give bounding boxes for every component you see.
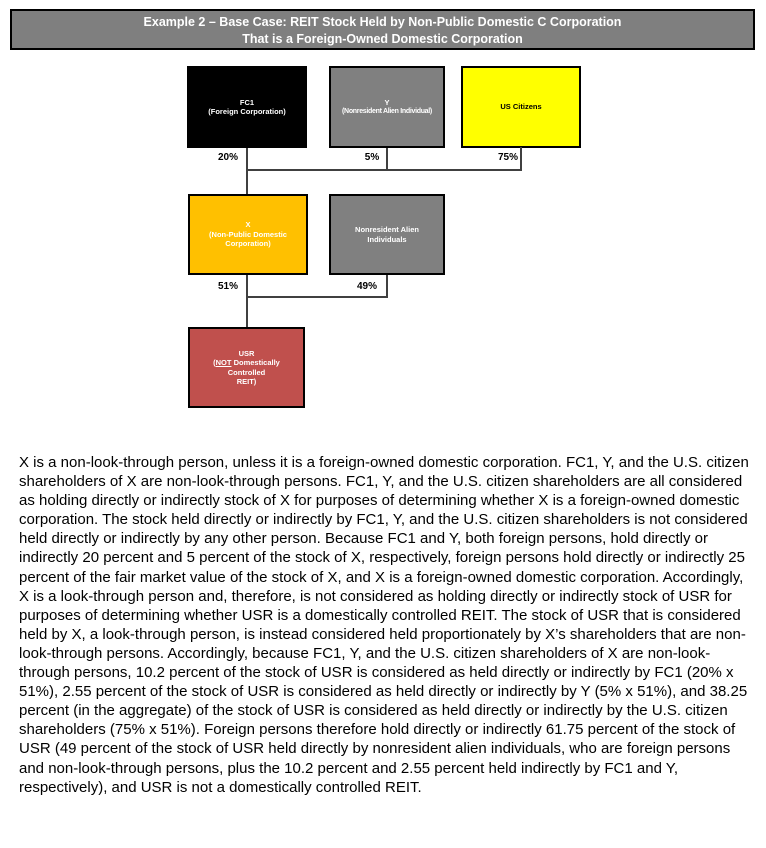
node-usr-name: USR bbox=[238, 348, 255, 358]
connector-bus-bottom bbox=[246, 296, 388, 298]
usr-not-underlined: NOT bbox=[215, 358, 232, 367]
node-y: Y (Nonresident Alien Individual) bbox=[329, 66, 445, 148]
node-x-subtitle: (Non-Public Domestic Corporation) bbox=[209, 229, 287, 249]
example-title-bar: Example 2 – Base Case: REIT Stock Held b… bbox=[10, 9, 755, 50]
node-usr: USR (NOT Domestically Controlled REIT) bbox=[188, 327, 305, 408]
node-y-subtitle: (Nonresident Alien Individual) bbox=[342, 108, 432, 115]
ownership-label-y: 5% bbox=[364, 152, 380, 163]
ownership-label-us-citizens: 75% bbox=[497, 152, 518, 163]
node-x: X (Non-Public Domestic Corporation) bbox=[188, 194, 308, 275]
node-usr-subtitle: (NOT Domestically Controlled bbox=[213, 358, 280, 377]
node-us-citizens-name: US Citizens bbox=[500, 102, 542, 112]
title-line-1: Example 2 – Base Case: REIT Stock Held b… bbox=[143, 15, 622, 29]
node-y-name: Y bbox=[384, 97, 390, 107]
connector-nra-down bbox=[386, 275, 388, 298]
ownership-label-fc1: 20% bbox=[217, 152, 238, 163]
connector-y-down bbox=[386, 148, 388, 171]
connector-x-down bbox=[246, 275, 248, 327]
connector-fc1-down bbox=[246, 148, 248, 194]
connector-bus-top bbox=[246, 169, 522, 171]
title-line-2: That is a Foreign-Owned Domestic Corpora… bbox=[242, 31, 523, 46]
node-x-name: X bbox=[245, 220, 251, 230]
ownership-label-x: 51% bbox=[217, 281, 238, 292]
explanatory-paragraph: X is a non-look-through person, unless i… bbox=[19, 454, 749, 796]
connector-us-citizens-down bbox=[520, 147, 522, 171]
node-nra-name: Nonresident Alien Individuals bbox=[355, 225, 419, 244]
node-fc1-subtitle: (Foreign Corporation) bbox=[208, 107, 286, 116]
ownership-label-nra: 49% bbox=[356, 281, 377, 292]
node-fc1-name: FC1 bbox=[239, 97, 255, 107]
node-fc1: FC1 (Foreign Corporation) bbox=[187, 66, 307, 148]
node-usr-subtitle-line2: REIT) bbox=[236, 377, 257, 386]
node-nonresident-alien-individuals: Nonresident Alien Individuals bbox=[329, 194, 445, 275]
node-us-citizens: US Citizens bbox=[461, 66, 581, 148]
